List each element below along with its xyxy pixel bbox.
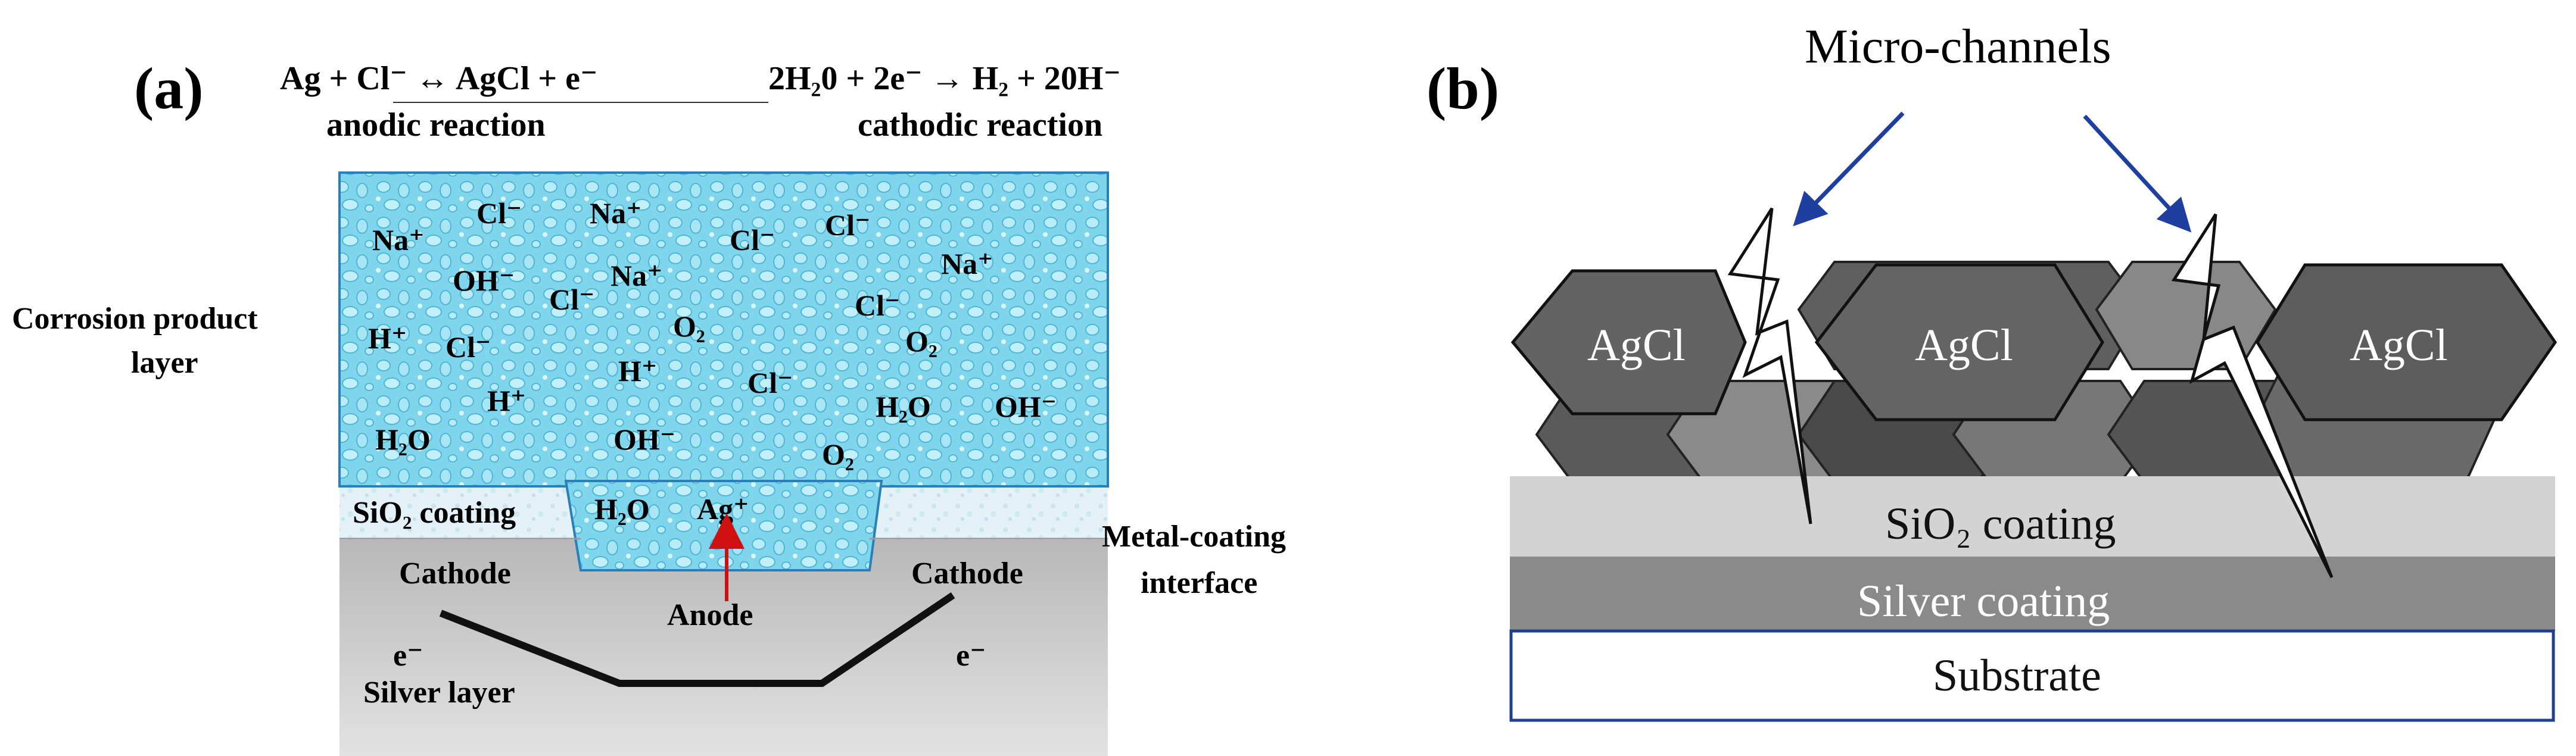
micro-channel-arrow-right — [2083, 114, 2192, 233]
pit-h2o: H₂O — [594, 492, 650, 526]
corrosion-product-layer — [338, 171, 1109, 488]
ion-label: Cl⁻ — [730, 223, 775, 257]
ion-label: H₂O — [375, 423, 431, 456]
interface-label-line1: Metal-coating — [1102, 520, 1286, 554]
ion-labels: Na⁺ Cl⁻ Na⁺ Cl⁻ Cl⁻ Na⁺ Na⁺ OH⁻ Cl⁻ O₂ C… — [368, 196, 1057, 471]
ion-label: O₂ — [822, 438, 854, 471]
agcl-crystal-3 — [2256, 263, 2558, 421]
agcl-crystal-1 — [1510, 269, 1747, 416]
sio2-label: SiO₂ coating — [353, 496, 516, 530]
silver-layer-region — [339, 539, 1108, 756]
ion-label: Cl⁻ — [747, 366, 793, 399]
micro-channel-crack-1 — [1727, 207, 1812, 524]
ion-label: O₂ — [905, 324, 937, 358]
micro-channel-arrow-left — [1793, 111, 1905, 227]
ion-label: Na⁺ — [610, 259, 663, 292]
cathode-left: Cathode — [399, 557, 511, 591]
panel-b: (b) Micro-channels AgCl AgCl AgCl SiO₂ c… — [1426, 19, 2558, 722]
ion-label: H₂O — [876, 390, 931, 423]
ion-label: Cl⁻ — [476, 196, 522, 230]
substrate-layer — [1509, 629, 2555, 722]
anodic-caption: anodic reaction — [326, 107, 546, 143]
ion-label: Cl⁻ — [855, 289, 900, 322]
panel-a-label: (a) — [134, 55, 204, 121]
silver-layer-label: Silver layer — [363, 676, 515, 710]
cathodic-equation: 2H₂0 + 2e⁻ → H₂ + 20H⁻ — [768, 60, 1121, 97]
anode-label: Anode — [667, 598, 753, 632]
ion-label: H⁺ — [368, 321, 407, 355]
pit-ag-ion: Ag⁺ — [697, 492, 749, 526]
ion-label: OH⁻ — [453, 264, 515, 297]
ion-label: H⁺ — [487, 384, 526, 417]
corrosion-label-line1: Corrosion product — [12, 302, 258, 336]
cathodic-caption: cathodic reaction — [858, 107, 1102, 143]
interface-label-line2: interface — [1141, 566, 1257, 600]
ion-label: Cl⁻ — [825, 208, 870, 242]
panel-b-label: (b) — [1426, 55, 1499, 121]
anodic-equation: Ag + Cl⁻ ↔ AgCl + e⁻ — [280, 60, 598, 97]
electron-path — [439, 592, 955, 687]
ion-label: Na⁺ — [372, 223, 425, 257]
substrate-label: Substrate — [1933, 651, 2101, 701]
micro-channel-crack-2 — [2171, 213, 2334, 579]
ion-label: OH⁻ — [613, 423, 675, 456]
agcl-crystal-2 — [1814, 263, 2104, 421]
ion-label: O₂ — [673, 310, 705, 343]
panel-a: (a) Ag + Cl⁻ ↔ AgCl + e⁻ anodic reaction… — [12, 55, 1286, 756]
silver-coating-layer — [1510, 557, 2555, 631]
ion-label: Cl⁻ — [549, 283, 594, 316]
silver-coating-label: Silver coating — [1857, 576, 2110, 626]
agcl-label-3: AgCl — [2350, 320, 2448, 370]
sio2-layer — [1510, 476, 2555, 557]
ion-label: Cl⁻ — [446, 330, 491, 364]
ion-label: H⁺ — [618, 354, 657, 388]
agcl-label-2: AgCl — [1915, 320, 2013, 370]
electron-left: e⁻ — [393, 639, 423, 673]
agcl-label-1: AgCl — [1587, 320, 1686, 370]
micro-channels-title: Micro-channels — [1805, 19, 2111, 73]
ion-label: OH⁻ — [995, 390, 1057, 423]
electron-right: e⁻ — [956, 639, 986, 673]
cathode-right: Cathode — [911, 557, 1023, 591]
ion-label: Na⁺ — [590, 196, 642, 230]
sio2-coating-label: SiO₂ coating — [1885, 499, 2116, 549]
corrosion-label-line2: layer — [131, 346, 198, 380]
ion-label: Na⁺ — [941, 247, 993, 280]
